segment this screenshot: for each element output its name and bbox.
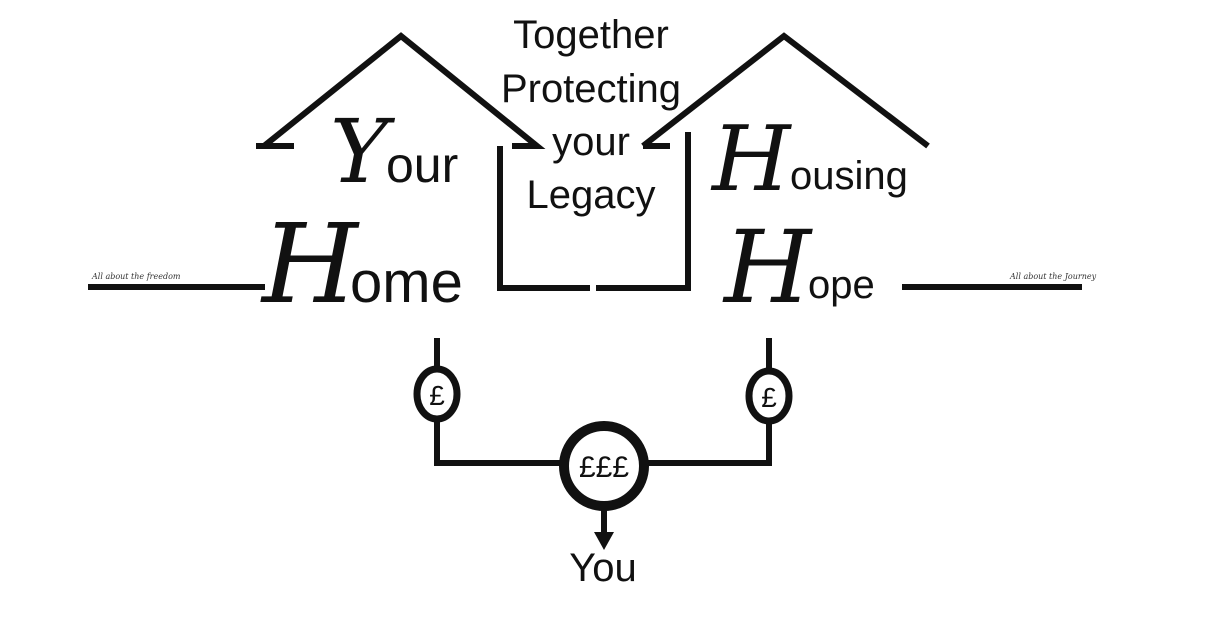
right-top-initial: H xyxy=(710,107,792,212)
left-coin-symbol: £ xyxy=(429,380,445,411)
left-house-wall xyxy=(497,146,590,291)
right-top-word: ousing xyxy=(790,154,908,198)
right-coin: £ xyxy=(745,367,793,425)
down-arrow-head xyxy=(594,532,614,550)
center-coin: £££ xyxy=(559,421,649,511)
center-text-line-4: Legacy xyxy=(527,173,656,217)
right-house-wall xyxy=(596,132,691,291)
right-tagline: All about the Journey xyxy=(1009,272,1097,281)
center-coin-symbols: £££ xyxy=(579,451,629,484)
you-label: You xyxy=(569,546,637,590)
left-bottom-initial: H xyxy=(260,200,360,328)
left-flow-line xyxy=(434,420,562,466)
center-text-line-2: Protecting xyxy=(501,67,681,111)
right-bottom-initial: H xyxy=(722,209,813,326)
left-tagline: All about the freedom xyxy=(91,272,181,281)
right-house-roof-peak xyxy=(641,32,930,149)
left-coin: £ xyxy=(413,365,461,423)
right-flow-line xyxy=(646,422,772,466)
left-top-initial: Y xyxy=(330,100,396,203)
left-house-roof-peak xyxy=(262,32,546,149)
left-bottom-word: ome xyxy=(350,250,463,315)
center-text-line-1: Together xyxy=(513,13,669,57)
right-bottom-word: ope xyxy=(808,263,875,307)
center-text-line-3: your xyxy=(552,120,630,164)
left-top-word: our xyxy=(386,137,458,193)
right-coin-symbol: £ xyxy=(761,382,777,413)
